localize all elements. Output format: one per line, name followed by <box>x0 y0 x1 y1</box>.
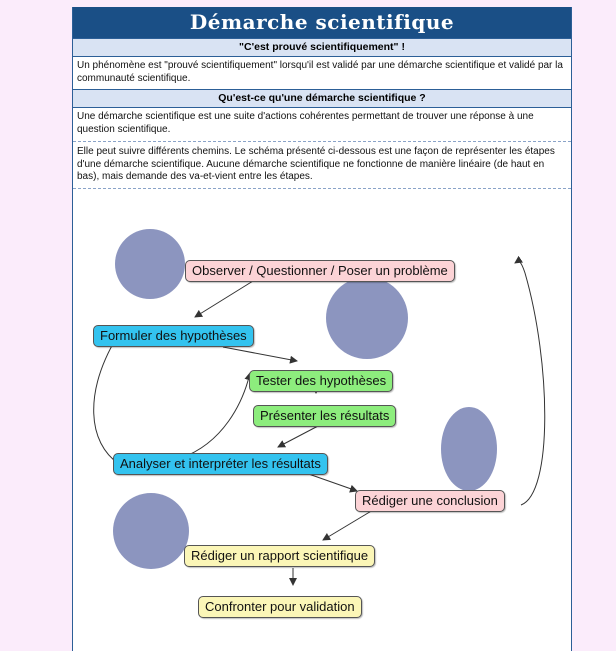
divider <box>73 141 571 142</box>
step-rapport: Rédiger un rapport scientifique <box>184 545 376 567</box>
arrow-analyser-loop-to-hypotheses <box>93 334 120 465</box>
paragraph: Elle peut suivre différents chemins. Le … <box>77 146 555 182</box>
step-analyser: Analyser et interpréter les résultats <box>113 453 328 475</box>
illustration-writer <box>113 493 189 569</box>
arrow-hypotheses-to-tester <box>222 346 298 364</box>
scientific-method-diagram: Observer / Questionner / Poser un problè… <box>73 223 571 651</box>
section-text-proven: Un phénomène est "prouvé scientifiquemen… <box>73 57 571 89</box>
step-tester: Tester des hypothèses <box>249 370 394 392</box>
paragraph: Une démarche scientifique est une suite … <box>77 111 534 135</box>
page-content: Démarche scientifique "C'est prouvé scie… <box>72 7 572 651</box>
page-title: Démarche scientifique <box>73 7 571 38</box>
section-heading-definition: Qu'est-ce qu'une démarche scientifique ? <box>73 89 571 108</box>
section-text-definition: Une démarche scientifique est une suite … <box>73 108 571 188</box>
section-heading-proven: "C'est prouvé scientifiquement" ! <box>73 38 571 57</box>
arrow-analyser-loop-to-tester <box>180 372 253 459</box>
arrow-observer-to-hypotheses <box>194 280 254 318</box>
divider <box>73 187 571 189</box>
step-conclusion: Rédiger une conclusion <box>355 490 505 512</box>
arrow-analyser-to-conclusion <box>302 471 358 493</box>
step-observer: Observer / Questionner / Poser un problè… <box>185 260 455 282</box>
illustration-presenter <box>441 407 497 491</box>
illustration-observer <box>115 229 185 299</box>
step-presenter: Présenter les résultats <box>253 405 397 427</box>
arrow-conclusion-to-rapport <box>322 509 374 541</box>
step-hypotheses: Formuler des hypothèses <box>93 325 254 347</box>
paragraph: Un phénomène est "prouvé scientifiquemen… <box>77 60 563 84</box>
arrow-conclusion-loop-to-observer <box>514 255 546 506</box>
illustration-experiment <box>326 277 408 359</box>
step-confronter: Confronter pour validation <box>198 596 362 618</box>
flow-arrows <box>93 255 546 586</box>
arrow-presenter-to-analyser <box>277 425 319 448</box>
